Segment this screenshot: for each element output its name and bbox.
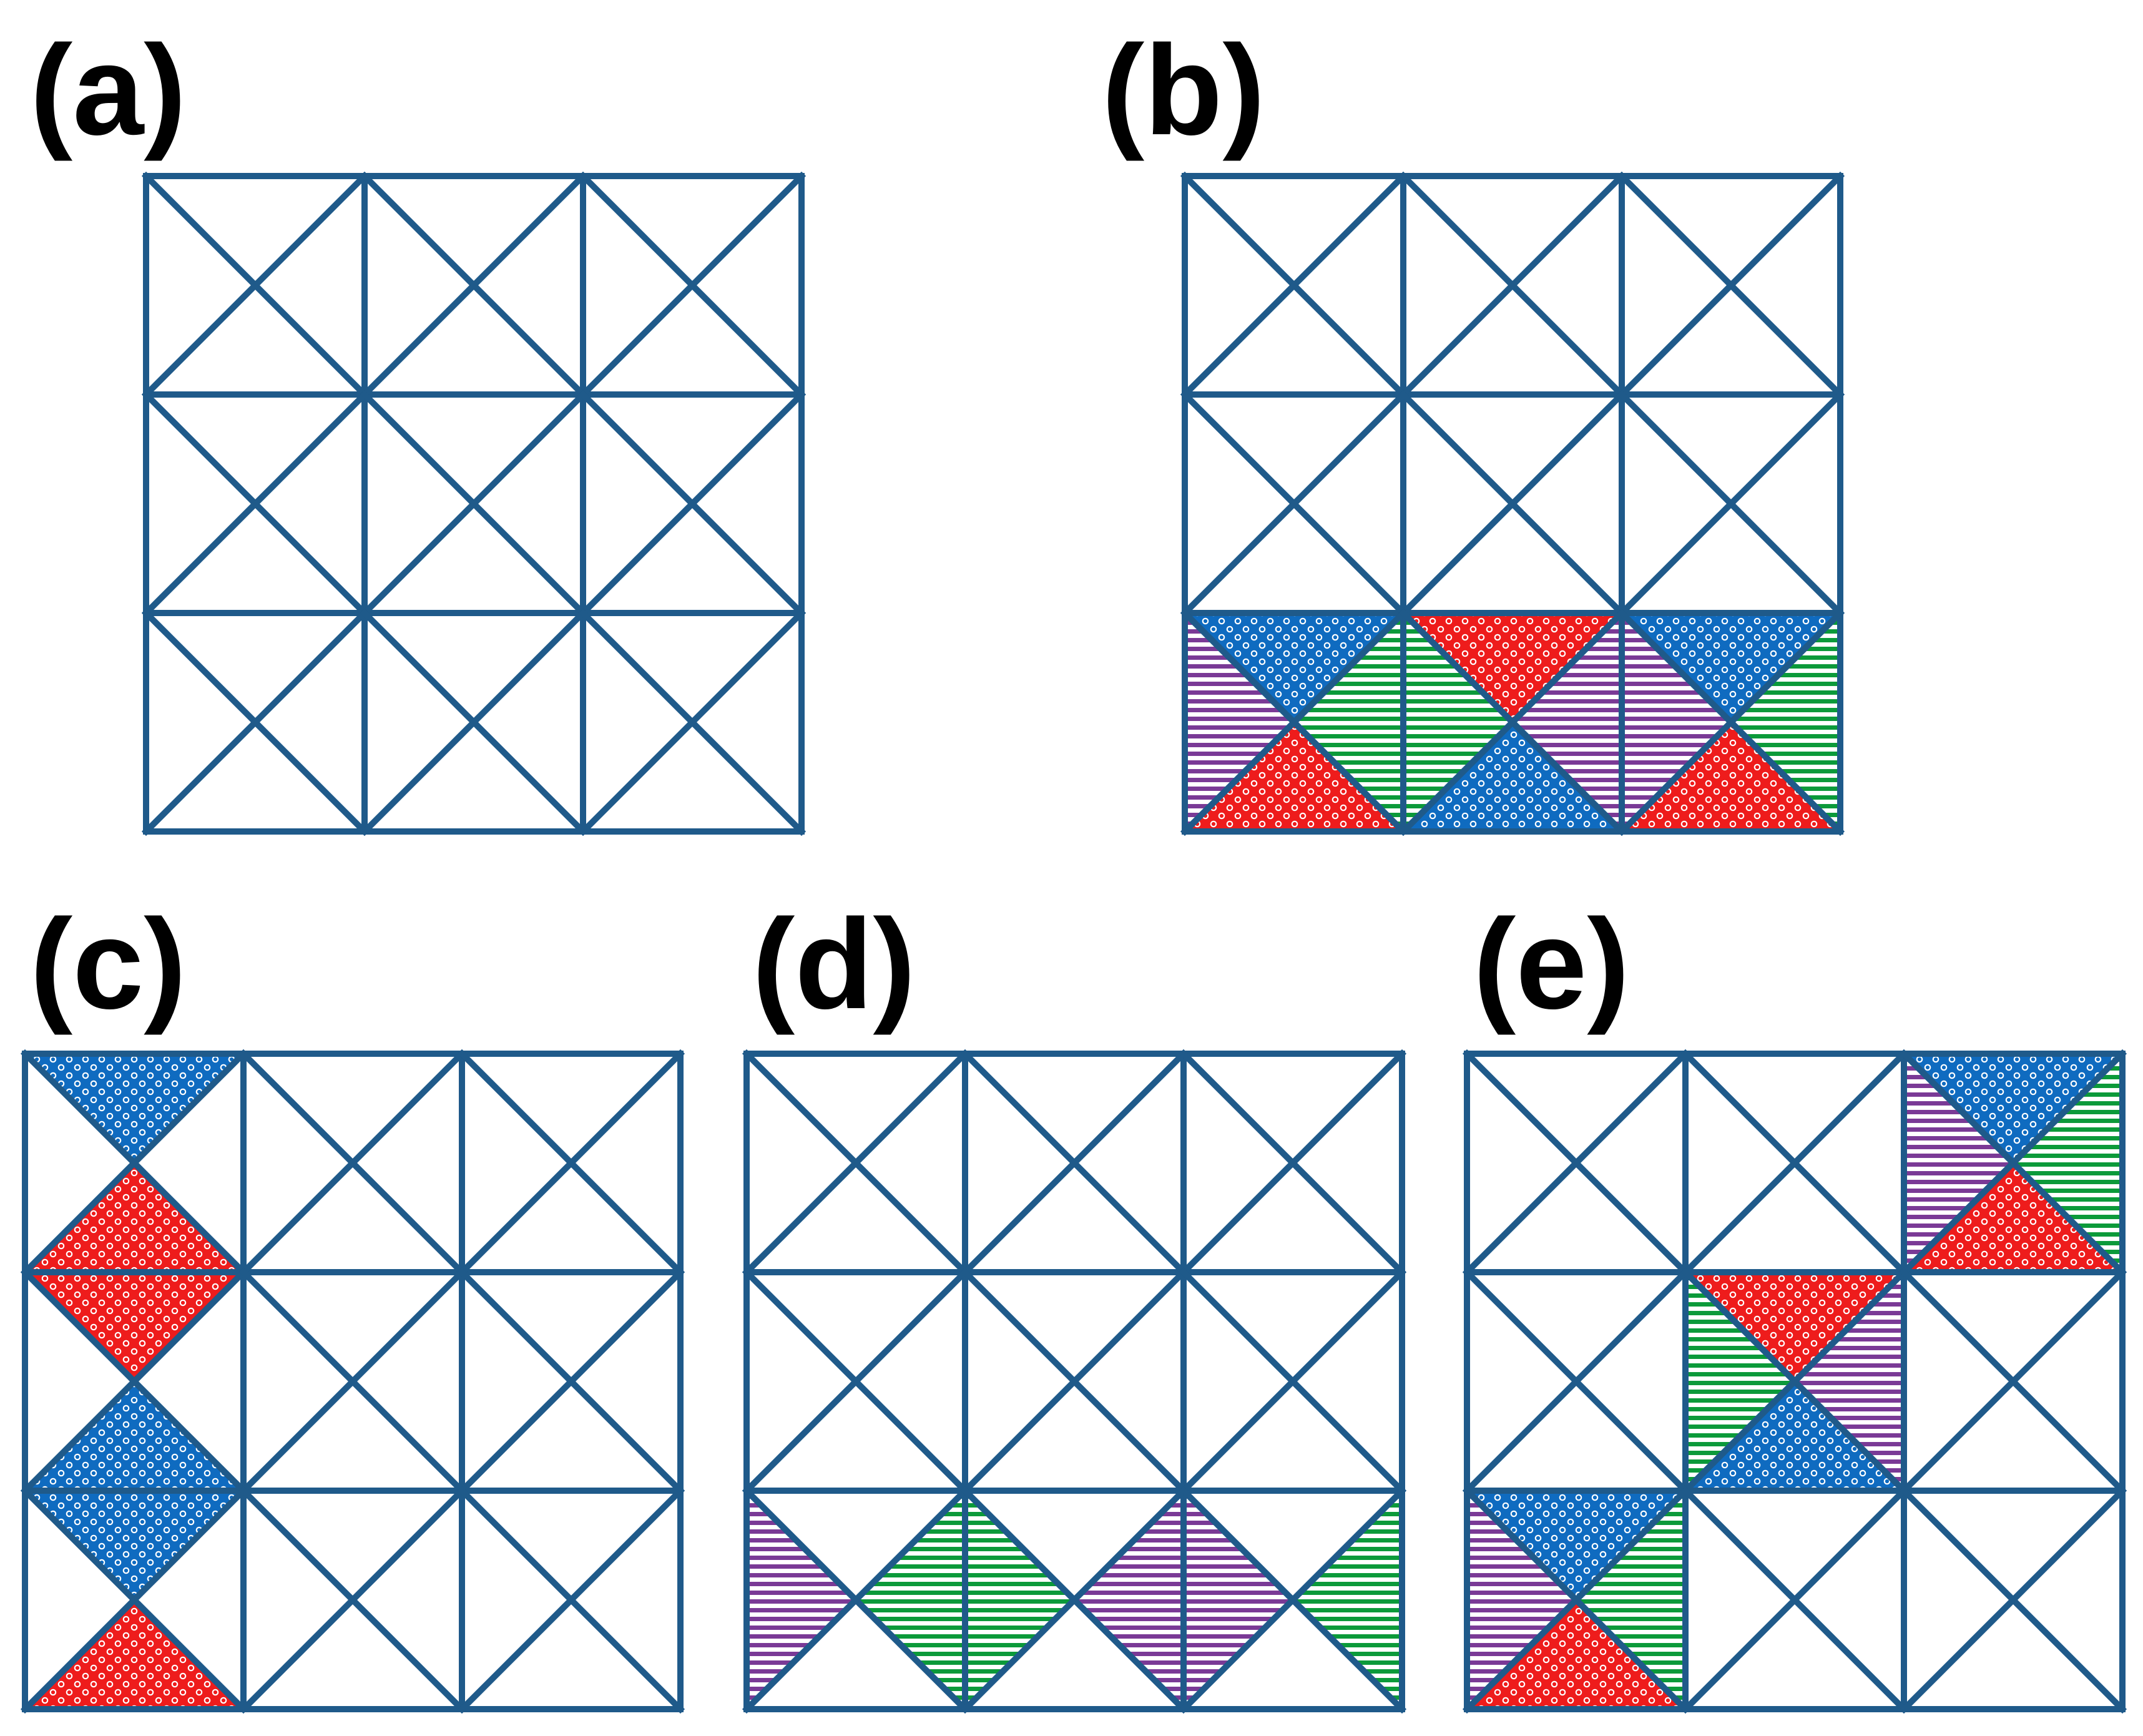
cell-diagonal <box>360 390 588 618</box>
cell-diagonal <box>1180 390 1408 618</box>
cell-diagonal <box>1462 1486 1690 1714</box>
triangle-top-blue-dotted <box>1622 613 1840 722</box>
triangle-bottom-red-dotted <box>1622 722 1840 831</box>
triangle-top-blue-dotted <box>25 1491 243 1600</box>
panel-a <box>141 171 807 836</box>
cell-diagonal <box>742 1049 970 1277</box>
triangle-bottom-red-dotted <box>25 1163 243 1272</box>
triangle-top-blue-dotted <box>1467 1491 1685 1600</box>
cell-diagonal <box>457 1486 685 1714</box>
cell-diagonal <box>141 171 370 400</box>
triangle-top-blue-dotted <box>1904 1054 2122 1163</box>
triangle-bottom-red-dotted <box>1185 722 1403 831</box>
triangle-top-blue-dotted <box>25 1054 243 1163</box>
triangle-left-green-striped <box>1403 613 1513 831</box>
triangle-left-purple-striped <box>747 1491 856 1709</box>
cell-diagonal <box>1680 1486 1909 1714</box>
triangle-bottom-red-dotted <box>1904 1163 2122 1272</box>
triangle-right-purple-striped <box>1795 1272 1904 1491</box>
cell-diagonal <box>960 1486 1189 1714</box>
panel-e <box>1462 1049 2127 1714</box>
cell-diagonal <box>141 608 370 836</box>
cell-diagonal <box>578 171 807 400</box>
cell-diagonal <box>1899 1486 2127 1714</box>
triangle-bottom-blue-dotted <box>1403 722 1622 831</box>
cell-diagonal <box>20 1267 248 1496</box>
cell-diagonal <box>742 1267 970 1496</box>
triangle-top-red-dotted <box>1403 613 1622 722</box>
cell-diagonal <box>960 1267 1189 1496</box>
triangle-left-purple-striped <box>1184 1491 1293 1709</box>
cell-diagonal <box>1179 1267 1407 1496</box>
panel-label-c: (c) <box>30 893 187 1036</box>
cell-diagonal <box>578 390 807 618</box>
panel-label-a: (a) <box>30 19 187 162</box>
cell-diagonal <box>238 1486 467 1714</box>
triangle-left-purple-striped <box>1904 1054 2013 1272</box>
cell-diagonal <box>1180 608 1408 836</box>
cell-diagonal <box>742 1486 970 1714</box>
triangle-bottom-red-dotted <box>1467 1600 1685 1709</box>
triangle-right-purple-striped <box>1513 613 1622 831</box>
triangle-left-purple-striped <box>1622 613 1731 831</box>
cell-diagonal <box>360 171 588 400</box>
cell-diagonal <box>1398 390 1627 618</box>
cell-diagonal <box>578 608 807 836</box>
triangle-right-purple-striped <box>1074 1491 1184 1709</box>
cell-diagonal <box>457 1049 685 1277</box>
cell-diagonal <box>1617 608 1845 836</box>
triangle-right-green-striped <box>2013 1054 2122 1272</box>
panel-label-b: (b) <box>1102 19 1265 162</box>
triangle-left-green-striped <box>1685 1272 1795 1491</box>
triangle-top-blue-dotted <box>1185 613 1403 722</box>
triangle-left-purple-striped <box>1467 1491 1576 1709</box>
triangle-right-green-striped <box>1576 1491 1685 1709</box>
triangle-top-red-dotted <box>25 1272 243 1381</box>
cell-diagonal <box>1462 1049 1690 1277</box>
triangle-right-green-striped <box>1294 613 1403 831</box>
cell-diagonal <box>20 1486 248 1714</box>
panel-b <box>1180 171 1845 836</box>
panel-label-e: (e) <box>1473 893 1630 1036</box>
cell-diagonal <box>1899 1049 2127 1277</box>
cell-diagonal <box>20 1049 248 1277</box>
cell-diagonal <box>238 1049 467 1277</box>
cell-diagonal <box>960 1049 1189 1277</box>
cell-diagonal <box>1899 1267 2127 1496</box>
cell-diagonal <box>1462 1267 1690 1496</box>
panel-c <box>20 1049 685 1714</box>
cell-diagonal <box>1680 1049 1909 1277</box>
cell-diagonal <box>1398 171 1627 400</box>
triangle-bottom-blue-dotted <box>25 1381 243 1491</box>
cell-diagonal <box>1617 390 1845 618</box>
triangle-right-green-striped <box>856 1491 965 1709</box>
cell-diagonal <box>1398 608 1627 836</box>
cell-diagonal <box>141 390 370 618</box>
panel-label-d: (d) <box>752 893 916 1036</box>
cell-diagonal <box>1179 1049 1407 1277</box>
cell-diagonal <box>457 1267 685 1496</box>
triangle-left-purple-striped <box>1185 613 1294 831</box>
cell-diagonal <box>360 608 588 836</box>
triangle-bottom-blue-dotted <box>1685 1381 1904 1491</box>
cell-diagonal <box>1179 1486 1407 1714</box>
cell-diagonal <box>238 1267 467 1496</box>
triangle-right-green-striped <box>1293 1491 1402 1709</box>
triangle-bottom-red-dotted <box>25 1600 243 1709</box>
panel-d <box>742 1049 1407 1714</box>
triangle-right-green-striped <box>1731 613 1840 831</box>
triangle-top-red-dotted <box>1685 1272 1904 1381</box>
cell-diagonal <box>1180 171 1408 400</box>
triangle-left-green-striped <box>965 1491 1074 1709</box>
cell-diagonal <box>1680 1267 1909 1496</box>
cell-diagonal <box>1617 171 1845 400</box>
